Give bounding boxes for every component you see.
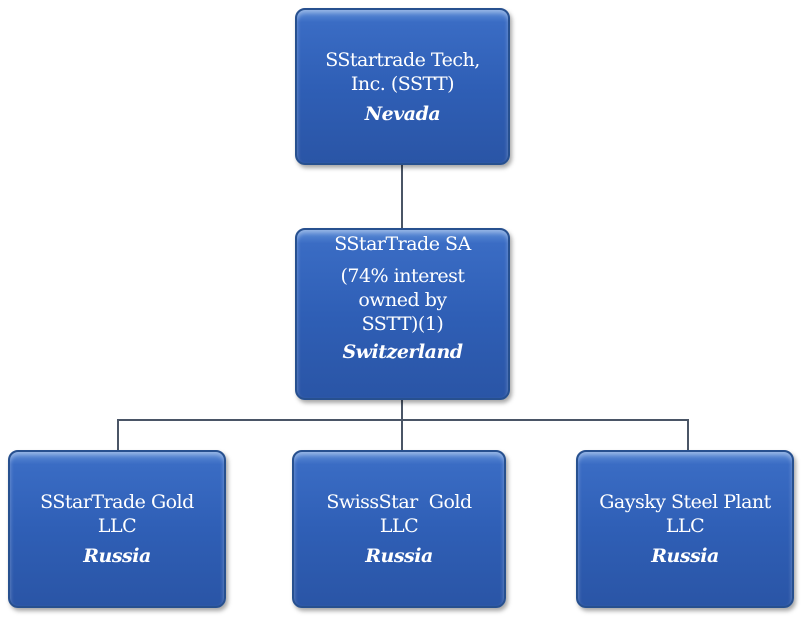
- connector-child-2: [401, 419, 403, 451]
- node-name: Gaysky Steel Plant: [599, 491, 771, 513]
- node-name: owned by: [358, 289, 447, 311]
- node-name: LLC: [97, 515, 137, 537]
- node-parent-company: SStartrade Tech, Inc. (SSTT) Nevada: [295, 8, 510, 165]
- node-name: SStarTrade SA: [334, 233, 471, 255]
- node-name: Inc. (SSTT): [350, 72, 455, 95]
- node-location: Nevada: [364, 102, 441, 125]
- connector-horizontal: [117, 419, 689, 421]
- node-location: Switzerland: [342, 341, 463, 363]
- connector-parent-subsidiary: [401, 165, 403, 229]
- node-child-gaysky-steel: Gaysky Steel Plant LLC Russia: [576, 450, 794, 608]
- node-name: (74% interest: [340, 265, 465, 287]
- connector-child-3: [687, 419, 689, 451]
- node-name: SwissStar Gold: [326, 491, 472, 513]
- node-location: Russia: [365, 545, 433, 567]
- node-location: Russia: [651, 545, 719, 567]
- node-name: SStartrade Tech,: [325, 48, 480, 71]
- node-child-sstartrade-gold: SStarTrade Gold LLC Russia: [8, 450, 226, 608]
- node-name: LLC: [665, 515, 705, 537]
- node-subsidiary: SStarTrade SA (74% interest owned by SST…: [295, 228, 510, 400]
- node-name: SSTT)(1): [361, 313, 444, 335]
- node-location: Russia: [83, 545, 151, 567]
- connector-subsidiary-down: [401, 400, 403, 421]
- connector-child-1: [117, 419, 119, 451]
- node-name: LLC: [379, 515, 419, 537]
- node-child-swissstar-gold: SwissStar Gold LLC Russia: [292, 450, 506, 608]
- node-name: SStarTrade Gold: [40, 491, 194, 513]
